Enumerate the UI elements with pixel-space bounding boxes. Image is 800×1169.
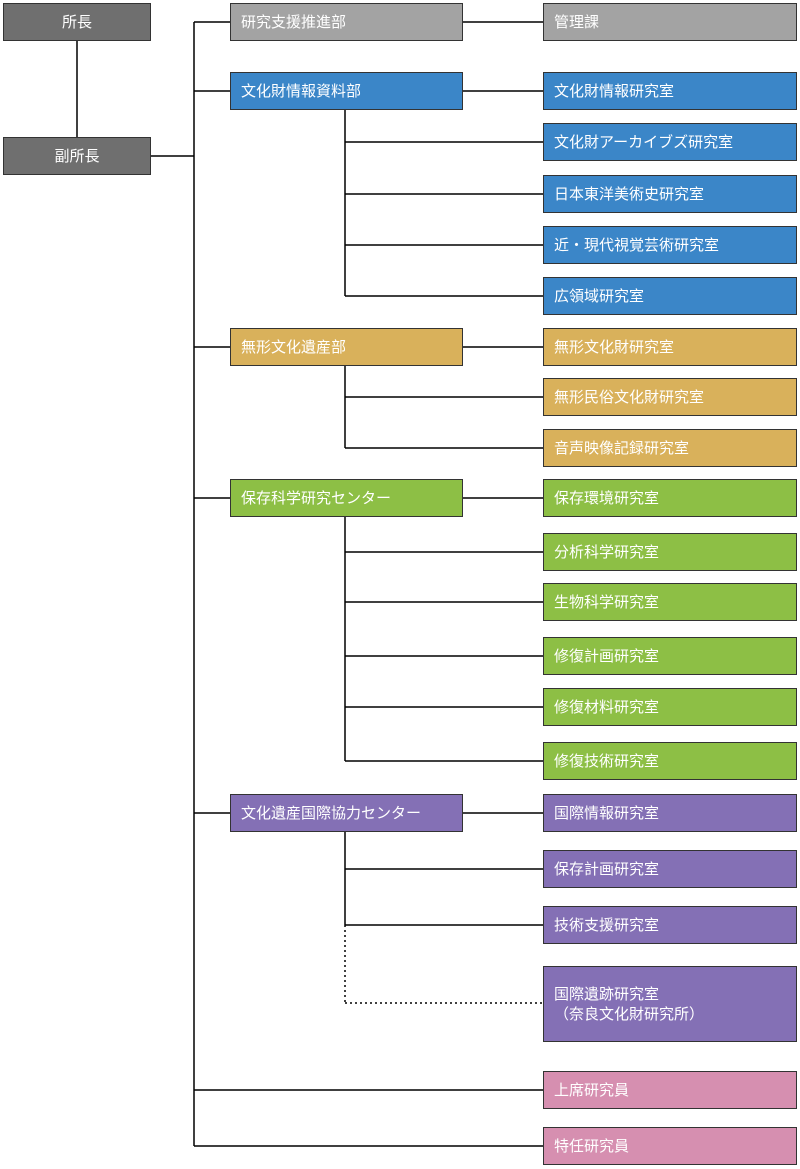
unit-label: 文化財情報研究室 bbox=[554, 82, 675, 100]
unit-label: 広領域研究室 bbox=[554, 287, 645, 305]
unit-box: 修復材料研究室 bbox=[543, 688, 797, 726]
staff-project-researcher: 特任研究員 bbox=[543, 1127, 797, 1165]
unit-label: 無形民俗文化財研究室 bbox=[554, 388, 705, 406]
staff-label: 特任研究員 bbox=[554, 1137, 630, 1155]
unit-box: 文化財アーカイブズ研究室 bbox=[543, 123, 797, 161]
department-cultural-property-information: 文化財情報資料部 bbox=[230, 72, 463, 110]
director-box: 所長 bbox=[3, 3, 151, 41]
unit-label: 保存環境研究室 bbox=[554, 489, 660, 507]
staff-senior-researcher: 上席研究員 bbox=[543, 1071, 797, 1109]
unit-label: 文化財アーカイブズ研究室 bbox=[554, 133, 734, 151]
unit-label: 日本東洋美術史研究室 bbox=[554, 185, 705, 203]
department-label: 無形文化遺産部 bbox=[241, 338, 347, 356]
affiliated-unit-name: 国際遺跡研究室 bbox=[554, 985, 660, 1003]
unit-box: 生物科学研究室 bbox=[543, 583, 797, 621]
unit-label: 生物科学研究室 bbox=[554, 593, 660, 611]
unit-label: 修復材料研究室 bbox=[554, 698, 660, 716]
unit-box: 近・現代視覚芸術研究室 bbox=[543, 226, 797, 264]
unit-label: 無形文化財研究室 bbox=[554, 338, 675, 356]
unit-label: 技術支援研究室 bbox=[554, 916, 660, 934]
unit-label: 近・現代視覚芸術研究室 bbox=[554, 236, 720, 254]
unit-box: 無形文化財研究室 bbox=[543, 328, 797, 366]
department-intangible-heritage: 無形文化遺産部 bbox=[230, 328, 463, 366]
unit-box: 文化財情報研究室 bbox=[543, 72, 797, 110]
department-label: 研究支援推進部 bbox=[241, 13, 347, 31]
unit-label: 修復技術研究室 bbox=[554, 752, 660, 770]
director-label: 所長 bbox=[61, 13, 92, 31]
unit-label: 国際情報研究室 bbox=[554, 804, 660, 822]
unit-label: 分析科学研究室 bbox=[554, 543, 660, 561]
department-conservation-science: 保存科学研究センター bbox=[230, 479, 463, 517]
unit-box: 広領域研究室 bbox=[543, 277, 797, 315]
department-label: 文化遺産国際協力センター bbox=[241, 804, 422, 822]
affiliated-unit-parent: （奈良文化財研究所） bbox=[554, 1005, 705, 1023]
unit-label: 保存計画研究室 bbox=[554, 860, 660, 878]
unit-box: 分析科学研究室 bbox=[543, 533, 797, 571]
department-label: 文化財情報資料部 bbox=[241, 82, 362, 100]
unit-box: 無形民俗文化財研究室 bbox=[543, 378, 797, 416]
affiliated-unit-box: 国際遺跡研究室 （奈良文化財研究所） bbox=[543, 966, 797, 1042]
unit-label: 音声映像記録研究室 bbox=[554, 439, 690, 457]
unit-box: 日本東洋美術史研究室 bbox=[543, 175, 797, 213]
unit-box: 保存環境研究室 bbox=[543, 479, 797, 517]
deputy-director-label: 副所長 bbox=[54, 147, 100, 165]
department-international-cooperation: 文化遺産国際協力センター bbox=[230, 794, 463, 832]
staff-label: 上席研究員 bbox=[554, 1081, 630, 1099]
department-label: 保存科学研究センター bbox=[241, 489, 392, 507]
unit-label: 修復計画研究室 bbox=[554, 647, 660, 665]
unit-label: 管理課 bbox=[554, 13, 600, 31]
unit-box: 修復技術研究室 bbox=[543, 742, 797, 780]
department-research-support: 研究支援推進部 bbox=[230, 3, 463, 41]
unit-box: 技術支援研究室 bbox=[543, 906, 797, 944]
unit-box: 保存計画研究室 bbox=[543, 850, 797, 888]
unit-box: 修復計画研究室 bbox=[543, 637, 797, 675]
unit-box: 国際情報研究室 bbox=[543, 794, 797, 832]
unit-box: 管理課 bbox=[543, 3, 797, 41]
unit-box: 音声映像記録研究室 bbox=[543, 429, 797, 467]
deputy-director-box: 副所長 bbox=[3, 137, 151, 175]
